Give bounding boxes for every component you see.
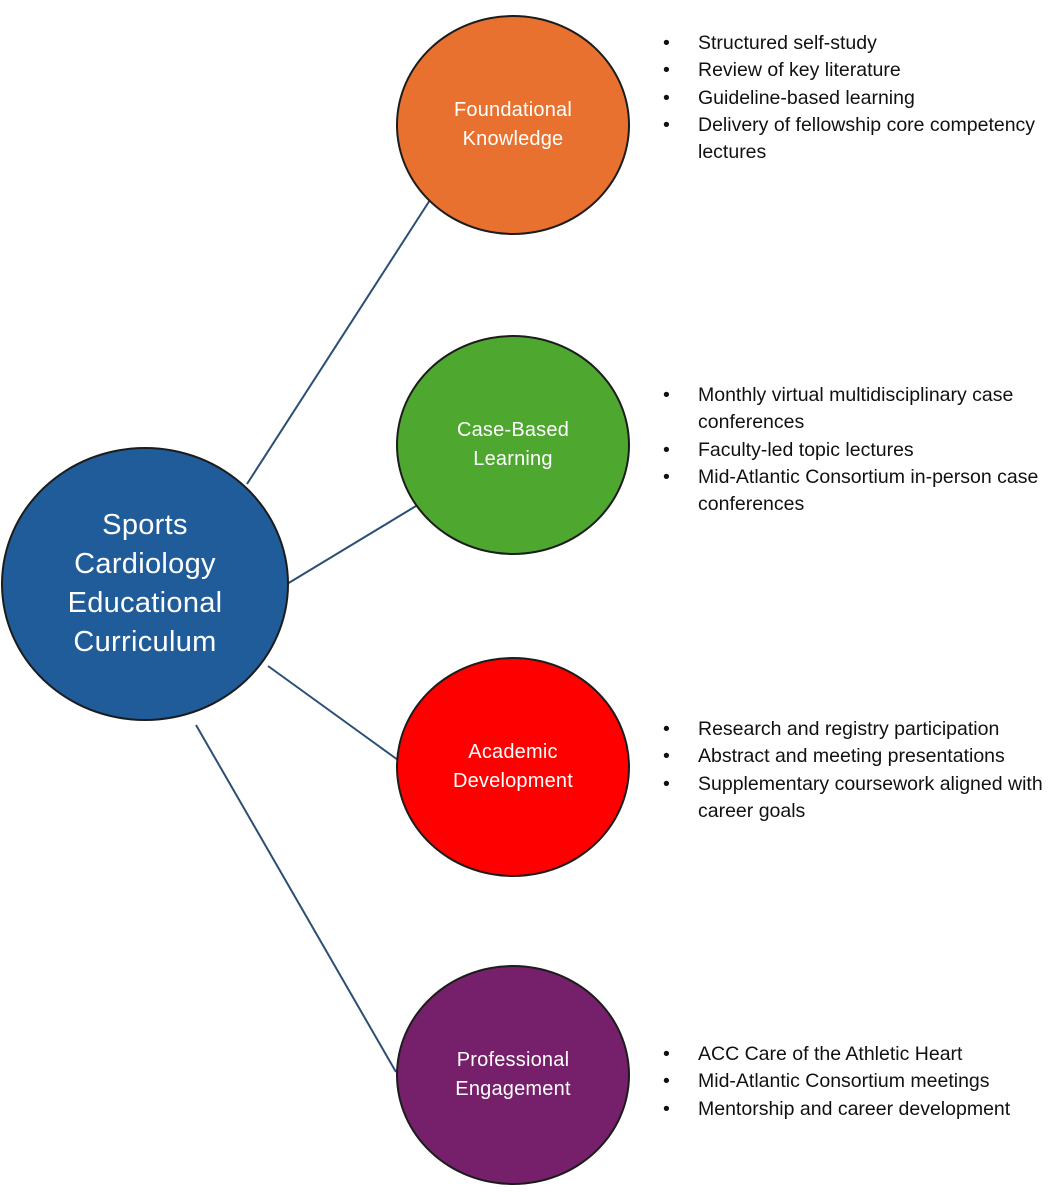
- list-item: Research and registry participation: [663, 716, 1057, 744]
- branch-node-professional-engagement: Professional Engagement: [396, 965, 630, 1185]
- connector-line-case-based: [286, 505, 417, 585]
- branch-node-label: Professional Engagement: [455, 1049, 571, 1100]
- bullet-list-foundational-knowledge: Structured self-study Review of key lite…: [663, 30, 1057, 166]
- branch-node-case-based-learning: Case-Based Learning: [396, 335, 630, 555]
- list-item: Delivery of fellowship core competency l…: [663, 112, 1057, 167]
- connector-line-academic: [267, 665, 399, 761]
- list-item: Mid-Atlantic Consortium in-person case c…: [663, 464, 1057, 519]
- bullet-list-academic-development: Research and registry participation Abst…: [663, 716, 1057, 825]
- connector-line-professional: [195, 724, 397, 1073]
- list-item: Mid-Atlantic Consortium meetings: [663, 1068, 1057, 1096]
- branch-node-label: Foundational Knowledge: [453, 99, 573, 150]
- list-item: Abstract and meeting presentations: [663, 743, 1057, 771]
- list-item: Faculty-led topic lectures: [663, 437, 1057, 465]
- list-item: ACC Care of the Athletic Heart: [663, 1041, 1057, 1069]
- bullet-list-case-based-learning: Monthly virtual multidisciplinary case c…: [663, 382, 1057, 518]
- connector-line-foundational: [246, 199, 431, 485]
- list-item: Structured self-study: [663, 30, 1057, 58]
- bullet-list-professional-engagement: ACC Care of the Athletic Heart Mid-Atlan…: [663, 1041, 1057, 1123]
- branch-node-label: Academic Development: [452, 741, 574, 792]
- list-item: Supplementary coursework aligned with ca…: [663, 771, 1057, 826]
- center-node-label: Sports Cardiology Educational Curriculum: [67, 509, 223, 658]
- branch-node-foundational-knowledge: Foundational Knowledge: [396, 15, 630, 235]
- list-item: Monthly virtual multidisciplinary case c…: [663, 382, 1057, 437]
- list-item: Review of key literature: [663, 57, 1057, 85]
- branch-node-label: Case-Based Learning: [456, 419, 570, 470]
- list-item: Mentorship and career development: [663, 1096, 1057, 1124]
- list-item: Guideline-based learning: [663, 85, 1057, 113]
- center-node-curriculum: Sports Cardiology Educational Curriculum: [1, 447, 289, 721]
- branch-node-academic-development: Academic Development: [396, 657, 630, 877]
